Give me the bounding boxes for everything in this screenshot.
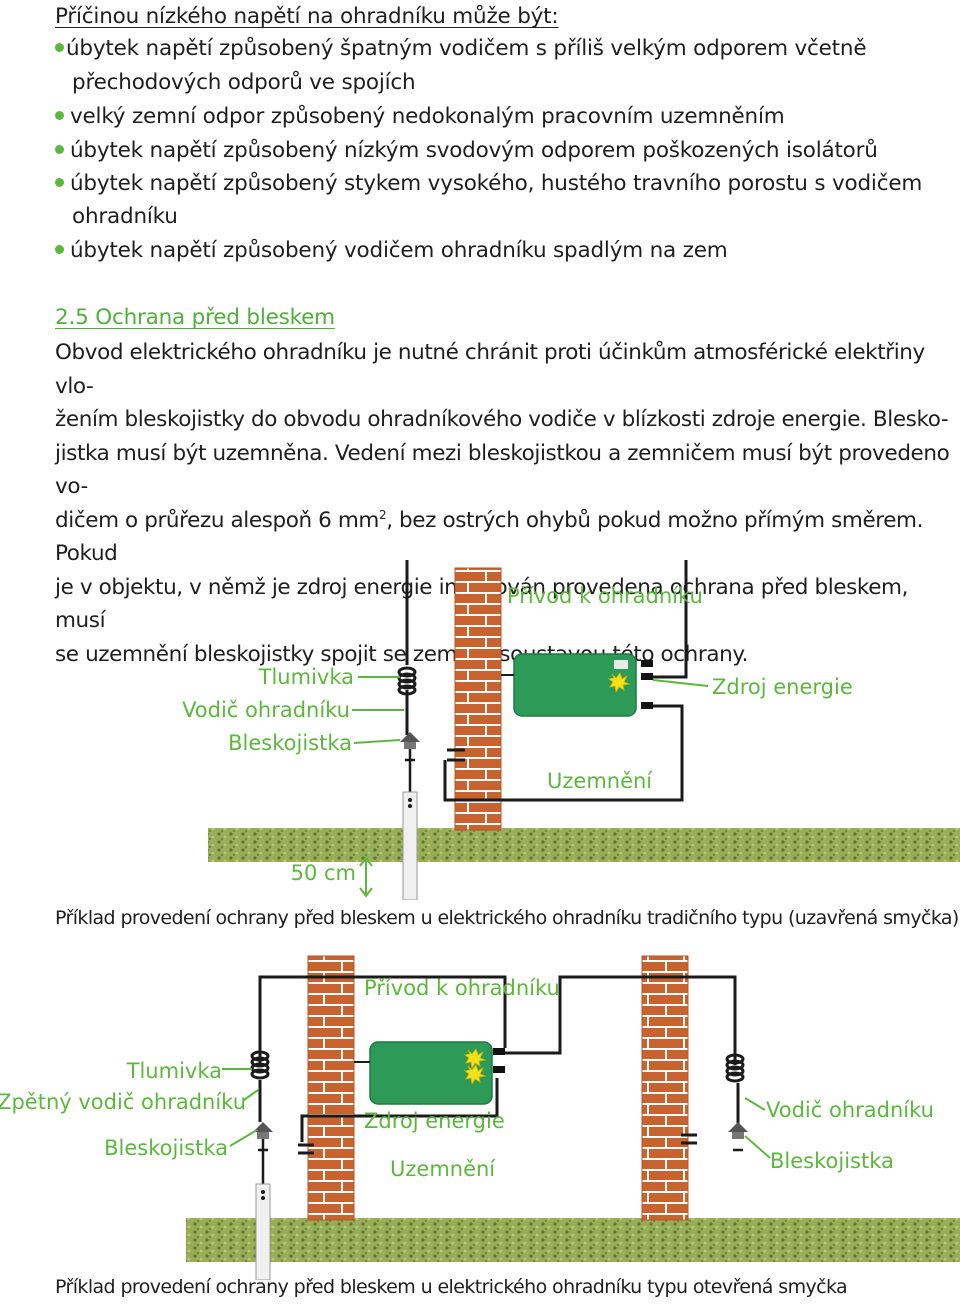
lightning-arrester-icon bbox=[253, 1122, 273, 1152]
energizer-display bbox=[614, 660, 628, 669]
label-arrester-left: Bleskojistka bbox=[104, 1136, 228, 1160]
energizer-box bbox=[513, 653, 637, 717]
spark-icon bbox=[464, 1064, 487, 1086]
bullet-icon bbox=[55, 245, 64, 254]
ground-strip bbox=[186, 1218, 960, 1262]
insulator-icon bbox=[447, 748, 465, 762]
earth-rod bbox=[255, 1183, 271, 1280]
list-item: velký zemní odpor způsobený nedokonalým … bbox=[55, 102, 785, 132]
terminal bbox=[493, 1066, 505, 1073]
brick-wall-left bbox=[307, 955, 355, 1221]
bullet-icon bbox=[55, 145, 64, 154]
choke-coil-icon bbox=[725, 1053, 745, 1083]
supply-wire bbox=[405, 560, 688, 679]
spark-icon bbox=[464, 1048, 487, 1070]
label-choke: Tlumivka bbox=[126, 1059, 222, 1083]
list-item: úbytek napětí způsobený stykem vysokého,… bbox=[55, 169, 922, 199]
choke-coil-icon bbox=[397, 666, 417, 696]
lightning-arrester-icon bbox=[400, 732, 420, 762]
list-item: úbytek napětí způsobený vodičem ohradník… bbox=[55, 236, 728, 266]
list-item-continuation: ohradníku bbox=[72, 204, 178, 229]
label-choke: Tlumivka bbox=[258, 665, 354, 689]
fence-wire bbox=[505, 975, 737, 1065]
figure-closed-loop: Přívod k ohradníku Tlumivka Vodič ohradn… bbox=[182, 560, 960, 900]
supply-wire-lower bbox=[443, 704, 684, 802]
insulator-icon bbox=[298, 1143, 314, 1155]
label-fence-wire: Vodič ohradníku bbox=[182, 698, 350, 722]
label-supply: Přívod k ohradníku bbox=[507, 584, 703, 608]
label-arrester: Bleskojistka bbox=[228, 731, 352, 755]
bullet-icon bbox=[55, 43, 64, 52]
label-energizer: Zdroj energie bbox=[364, 1109, 505, 1133]
terminal bbox=[641, 660, 653, 667]
section-heading: 2.5 Ochrana před bleskem bbox=[55, 305, 335, 330]
label-earthing: Uzemnění bbox=[547, 769, 653, 793]
paragraph-line: Obvod elektrického ohradníku je nutné ch… bbox=[55, 340, 925, 399]
bullet-icon bbox=[55, 111, 64, 120]
terminal bbox=[493, 1048, 505, 1055]
label-return-wire: Zpětný vodič ohradníku bbox=[0, 1090, 246, 1114]
supply-wire bbox=[300, 1078, 499, 1142]
return-wire bbox=[258, 975, 507, 1065]
figure-open-loop: Přívod k ohradníku Tlumivka Zpětný vodič… bbox=[0, 955, 960, 1280]
bullet-icon bbox=[55, 178, 64, 187]
spark-icon bbox=[608, 672, 631, 694]
label-energizer: Zdroj energie bbox=[712, 675, 853, 699]
terminal bbox=[641, 702, 653, 709]
superscript: 2 bbox=[378, 507, 387, 522]
list-item: úbytek napětí způsobený nízkým svodovým … bbox=[55, 136, 878, 166]
paragraph-line: žením bleskojistky do obvodu ohradníkové… bbox=[55, 407, 949, 432]
label-supply: Přívod k ohradníku bbox=[364, 976, 560, 1000]
list-item: úbytek napětí způsobený špatným vodičem … bbox=[55, 34, 867, 64]
brick-wall bbox=[454, 567, 502, 831]
ground-strip bbox=[208, 828, 960, 862]
insulator-icon bbox=[681, 1133, 697, 1145]
paragraph-line: jistka musí být uzemněna. Vedení mezi bl… bbox=[55, 440, 950, 500]
earth-rod bbox=[402, 791, 418, 900]
depth-arrow-icon bbox=[359, 856, 373, 898]
figure2-caption: Příklad provedení ochrany před bleskem u… bbox=[55, 1276, 848, 1298]
causes-heading: Příčinou nízkého napětí na ohradníku můž… bbox=[55, 4, 559, 29]
terminal bbox=[641, 673, 653, 680]
figure1-caption: Příklad provedení ochrany před bleskem u… bbox=[55, 907, 959, 929]
list-item-continuation: přechodových odporů ve spojích bbox=[72, 70, 416, 95]
label-arrester-right: Bleskojistka bbox=[770, 1149, 894, 1173]
paragraph-line: dičem o průřezu alespoň 6 mm2, bez ostrý… bbox=[55, 507, 924, 567]
label-depth: 50 cm bbox=[291, 861, 356, 885]
label-earthing: Uzemnění bbox=[390, 1157, 496, 1181]
brick-wall-right bbox=[641, 955, 689, 1221]
lightning-arrester-icon bbox=[728, 1122, 748, 1152]
energizer-box bbox=[369, 1041, 493, 1105]
label-fence-wire: Vodič ohradníku bbox=[766, 1098, 934, 1122]
